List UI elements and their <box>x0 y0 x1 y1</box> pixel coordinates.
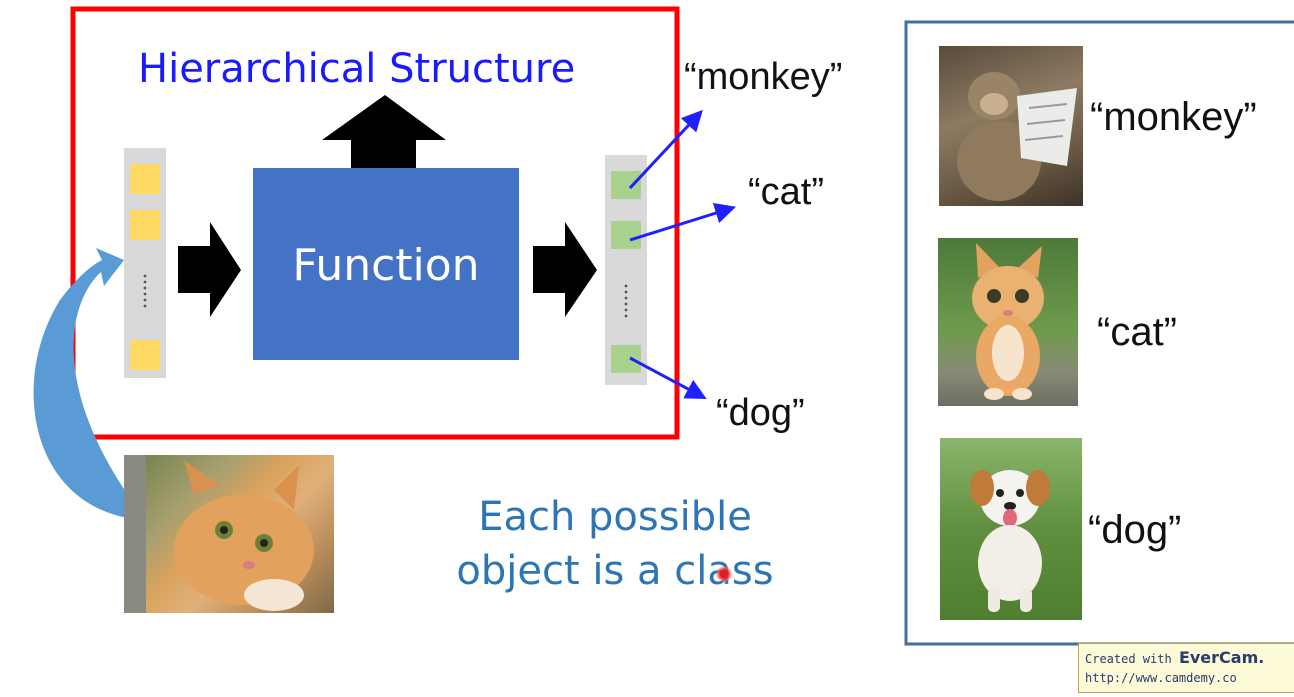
output-cell <box>611 345 641 373</box>
curved-input-arrow <box>33 248 128 518</box>
output-cell <box>611 171 641 199</box>
pointer-monkey <box>628 109 703 190</box>
monkey-image <box>939 46 1083 206</box>
output-label-cat: “cat” <box>748 171 824 213</box>
input-cat-image <box>124 455 334 613</box>
monkey-illustration <box>957 72 1077 201</box>
watermark-line-1: Created with EverCam. <box>1085 648 1294 669</box>
pointer-dog <box>629 356 707 399</box>
watermark-brand: EverCam. <box>1178 648 1265 667</box>
example-label-monkey: “monkey” <box>1090 95 1257 139</box>
right-arrow-in <box>178 222 241 317</box>
right-arrow-out <box>533 222 597 317</box>
output-label-dog: “dog” <box>716 392 805 434</box>
input-cell <box>130 210 160 240</box>
example-label-dog: “dog” <box>1088 508 1182 552</box>
kitten-illustration <box>972 243 1044 400</box>
input-cell <box>130 164 160 194</box>
input-ellipsis <box>143 274 147 308</box>
function-label: Function <box>292 240 480 291</box>
pointer-cat <box>629 203 737 242</box>
highlight-frame <box>70 6 680 440</box>
up-arrow <box>322 95 446 183</box>
puppy-image <box>940 438 1082 620</box>
diagram-title: Hierarchical Structure <box>138 46 576 92</box>
evercam-watermark: Created with EverCam. http://www.camdemy… <box>1078 643 1294 693</box>
input-cell <box>130 340 160 370</box>
puppy-illustration <box>970 470 1050 612</box>
caption-line-2: object is a class <box>456 548 774 594</box>
cat-illustration <box>124 455 314 613</box>
example-label-cat: “cat” <box>1097 310 1177 354</box>
caption-line-1: Each possible <box>478 494 752 540</box>
function-box <box>253 168 519 360</box>
watermark-line-2: http://www.camdemy.co <box>1085 671 1237 685</box>
output-label-monkey: “monkey” <box>684 56 843 98</box>
watermark-prefix: Created with <box>1085 652 1172 666</box>
kitten-image <box>938 238 1078 406</box>
output-ellipsis <box>624 284 628 318</box>
caption: Each possible object is a class <box>420 490 810 598</box>
output-cell <box>611 221 641 249</box>
laser-pointer-dot <box>716 566 732 582</box>
